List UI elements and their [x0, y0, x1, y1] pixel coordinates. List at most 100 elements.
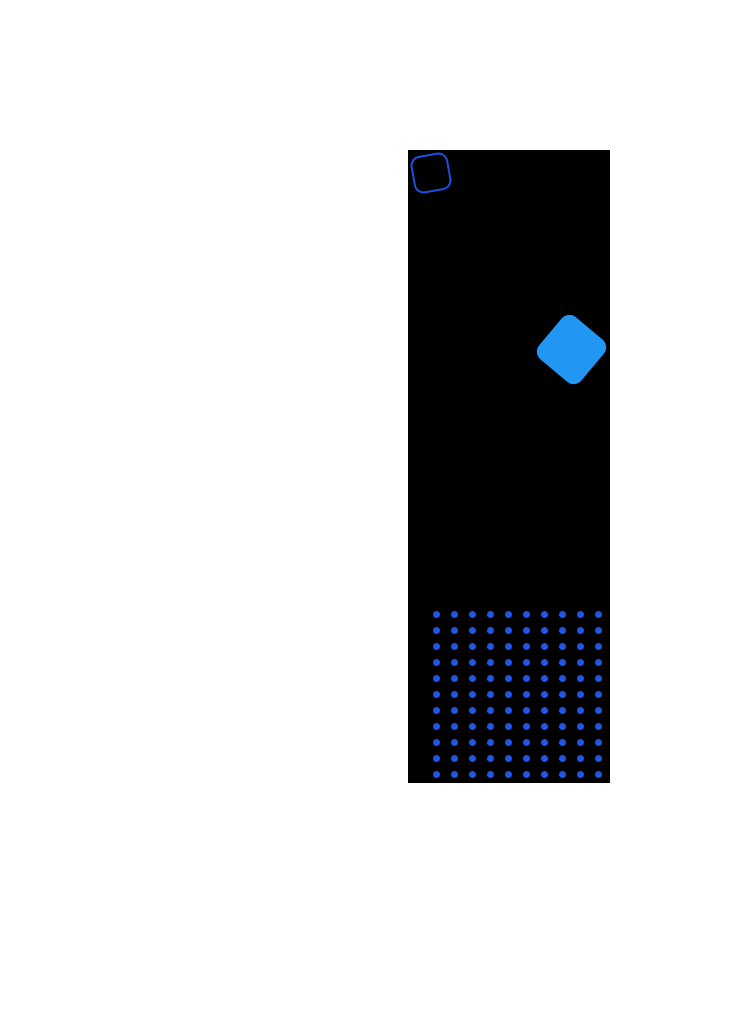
- dot: [433, 675, 440, 682]
- dot: [433, 691, 440, 698]
- dot: [541, 707, 548, 714]
- dot: [541, 771, 548, 778]
- dot: [577, 723, 584, 730]
- dot: [505, 627, 512, 634]
- dot: [433, 739, 440, 746]
- dot: [487, 723, 494, 730]
- dot: [451, 739, 458, 746]
- dot: [451, 691, 458, 698]
- dot: [505, 707, 512, 714]
- decorative-panel: [408, 150, 611, 783]
- dot: [469, 659, 476, 666]
- dot: [595, 643, 602, 650]
- dot: [469, 675, 476, 682]
- dot: [559, 611, 566, 618]
- dot: [595, 627, 602, 634]
- outlined-square-shape: [408, 150, 454, 196]
- dot: [541, 739, 548, 746]
- dot: [451, 627, 458, 634]
- dot: [469, 755, 476, 762]
- dot: [523, 739, 530, 746]
- dot: [595, 755, 602, 762]
- dot: [541, 723, 548, 730]
- dot: [523, 611, 530, 618]
- dot: [595, 739, 602, 746]
- dot: [577, 675, 584, 682]
- dot: [577, 707, 584, 714]
- dot: [487, 611, 494, 618]
- dot: [559, 723, 566, 730]
- dot: [469, 723, 476, 730]
- dot: [541, 691, 548, 698]
- dot: [487, 707, 494, 714]
- dot: [469, 611, 476, 618]
- dot: [523, 675, 530, 682]
- dot: [505, 675, 512, 682]
- dot: [505, 659, 512, 666]
- dot: [595, 675, 602, 682]
- dot: [541, 627, 548, 634]
- dot: [523, 659, 530, 666]
- dot: [523, 755, 530, 762]
- dot: [505, 643, 512, 650]
- dot: [541, 643, 548, 650]
- dot: [505, 691, 512, 698]
- dot: [433, 659, 440, 666]
- dot: [523, 771, 530, 778]
- dot: [559, 691, 566, 698]
- dot: [433, 611, 440, 618]
- dot: [559, 755, 566, 762]
- dot: [451, 771, 458, 778]
- dot: [523, 723, 530, 730]
- dot-grid: [433, 611, 602, 778]
- dot: [523, 691, 530, 698]
- dot: [469, 739, 476, 746]
- dot: [451, 643, 458, 650]
- dot: [433, 723, 440, 730]
- dot: [523, 643, 530, 650]
- dot: [469, 707, 476, 714]
- dot: [487, 675, 494, 682]
- dot: [595, 771, 602, 778]
- dot: [577, 739, 584, 746]
- dot: [433, 627, 440, 634]
- dot: [505, 755, 512, 762]
- dot: [451, 755, 458, 762]
- dot: [595, 611, 602, 618]
- dot: [541, 659, 548, 666]
- dot: [595, 723, 602, 730]
- dot: [451, 707, 458, 714]
- dot: [487, 739, 494, 746]
- dot: [469, 627, 476, 634]
- dot: [559, 659, 566, 666]
- dot: [577, 771, 584, 778]
- dot: [433, 643, 440, 650]
- dot: [577, 643, 584, 650]
- dot: [541, 755, 548, 762]
- dot: [577, 611, 584, 618]
- dot: [487, 643, 494, 650]
- dot: [469, 771, 476, 778]
- dot: [433, 755, 440, 762]
- dot: [487, 691, 494, 698]
- dot: [523, 707, 530, 714]
- dot: [433, 707, 440, 714]
- dot: [505, 739, 512, 746]
- dot: [577, 627, 584, 634]
- dot: [559, 771, 566, 778]
- dot: [487, 755, 494, 762]
- dot: [505, 611, 512, 618]
- dot: [451, 611, 458, 618]
- dot: [487, 659, 494, 666]
- dot: [559, 707, 566, 714]
- dot: [595, 659, 602, 666]
- solid-square-shape: [532, 310, 611, 389]
- dot: [559, 739, 566, 746]
- dot: [577, 691, 584, 698]
- dot: [487, 627, 494, 634]
- dot: [505, 723, 512, 730]
- dot: [469, 643, 476, 650]
- dot: [541, 611, 548, 618]
- dot: [595, 707, 602, 714]
